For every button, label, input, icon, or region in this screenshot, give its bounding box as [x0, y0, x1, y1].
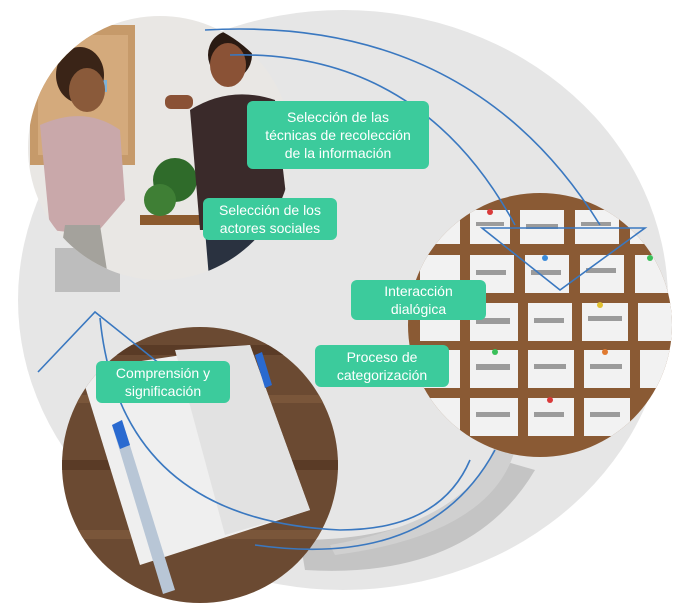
arrow-bottom-inner: [99, 317, 471, 531]
arrow-top-outer: [204, 28, 601, 226]
photo-people-talking: [28, 16, 292, 280]
cycle-arrows: [37, 28, 648, 551]
arrow-top-inner: [229, 54, 516, 226]
gray-band-right: [330, 445, 515, 555]
label-actores: Selección de los actores sociales: [203, 198, 337, 240]
label-comprension: Comprensión y significación: [96, 361, 230, 403]
label-categorizacion: Proceso de categorización: [315, 345, 449, 387]
label-interaccion: Interacción dialógica: [351, 280, 486, 320]
arrow-left-head: [37, 310, 166, 373]
label-tecnicas: Selección de las técnicas de recolección…: [247, 101, 429, 169]
arrow-bottom-outer: [254, 449, 496, 551]
arrow-top-head: [479, 227, 648, 292]
